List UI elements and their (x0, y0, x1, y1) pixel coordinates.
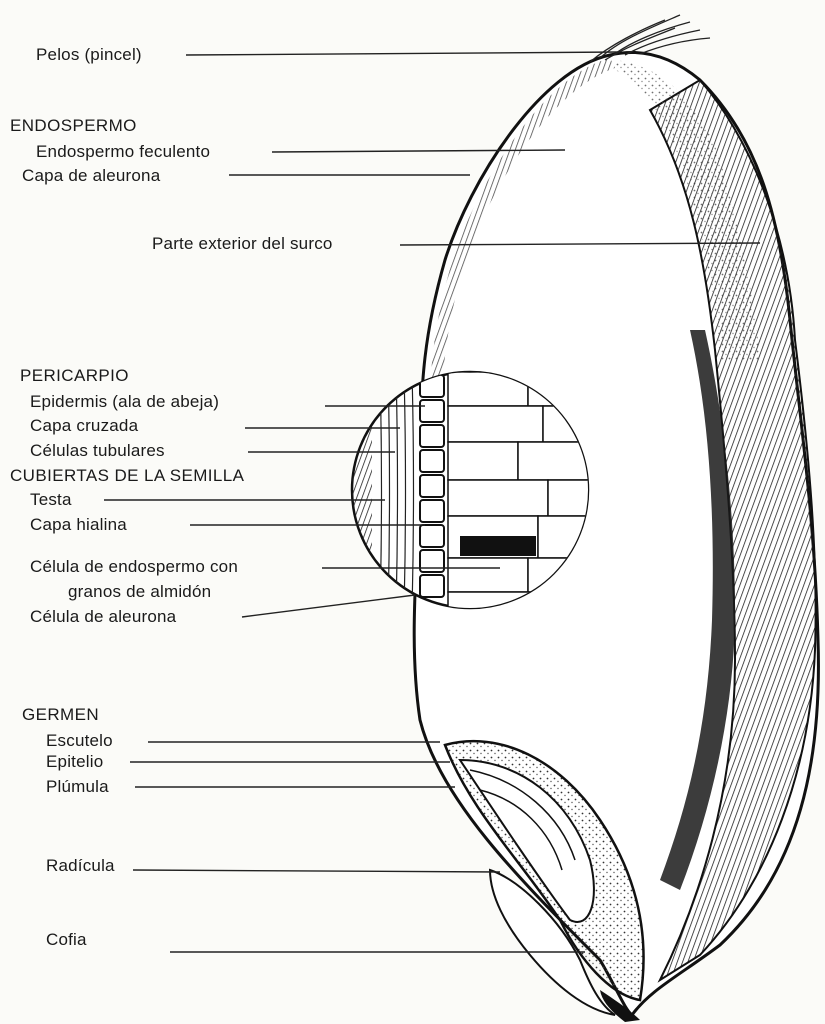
label-testa: Testa (30, 490, 72, 510)
label-radicula: Radícula (46, 856, 115, 876)
heading-pericarpio: PERICARPIO (20, 366, 129, 386)
label-parte-exterior-surco: Parte exterior del surco (152, 234, 333, 254)
label-endospermo-feculento: Endospermo feculento (36, 142, 210, 162)
label-celula-endospermo-2: granos de almidón (68, 582, 211, 602)
label-plumula: Plúmula (46, 777, 109, 797)
label-cofia: Cofia (46, 930, 87, 950)
label-capa-hialina: Capa hialina (30, 515, 127, 535)
heading-endospermo: ENDOSPERMO (10, 116, 137, 136)
label-pelos: Pelos (pincel) (36, 45, 142, 65)
label-celula-aleurona: Célula de aleurona (30, 607, 176, 627)
heading-cubiertas-semilla: CUBIERTAS DE LA SEMILLA (10, 466, 244, 486)
label-capa-cruzada: Capa cruzada (30, 416, 138, 436)
label-epitelio: Epitelio (46, 752, 103, 772)
starch-granules (460, 536, 536, 556)
label-epidermis: Epidermis (ala de abeja) (30, 392, 219, 412)
label-capa-aleurona: Capa de aleurona (22, 166, 160, 186)
label-escutelo: Escutelo (46, 731, 113, 751)
label-celula-endospermo-1: Célula de endospermo con (30, 557, 238, 577)
heading-germen: GERMEN (22, 705, 99, 725)
label-celulas-tubulares: Células tubulares (30, 441, 165, 461)
